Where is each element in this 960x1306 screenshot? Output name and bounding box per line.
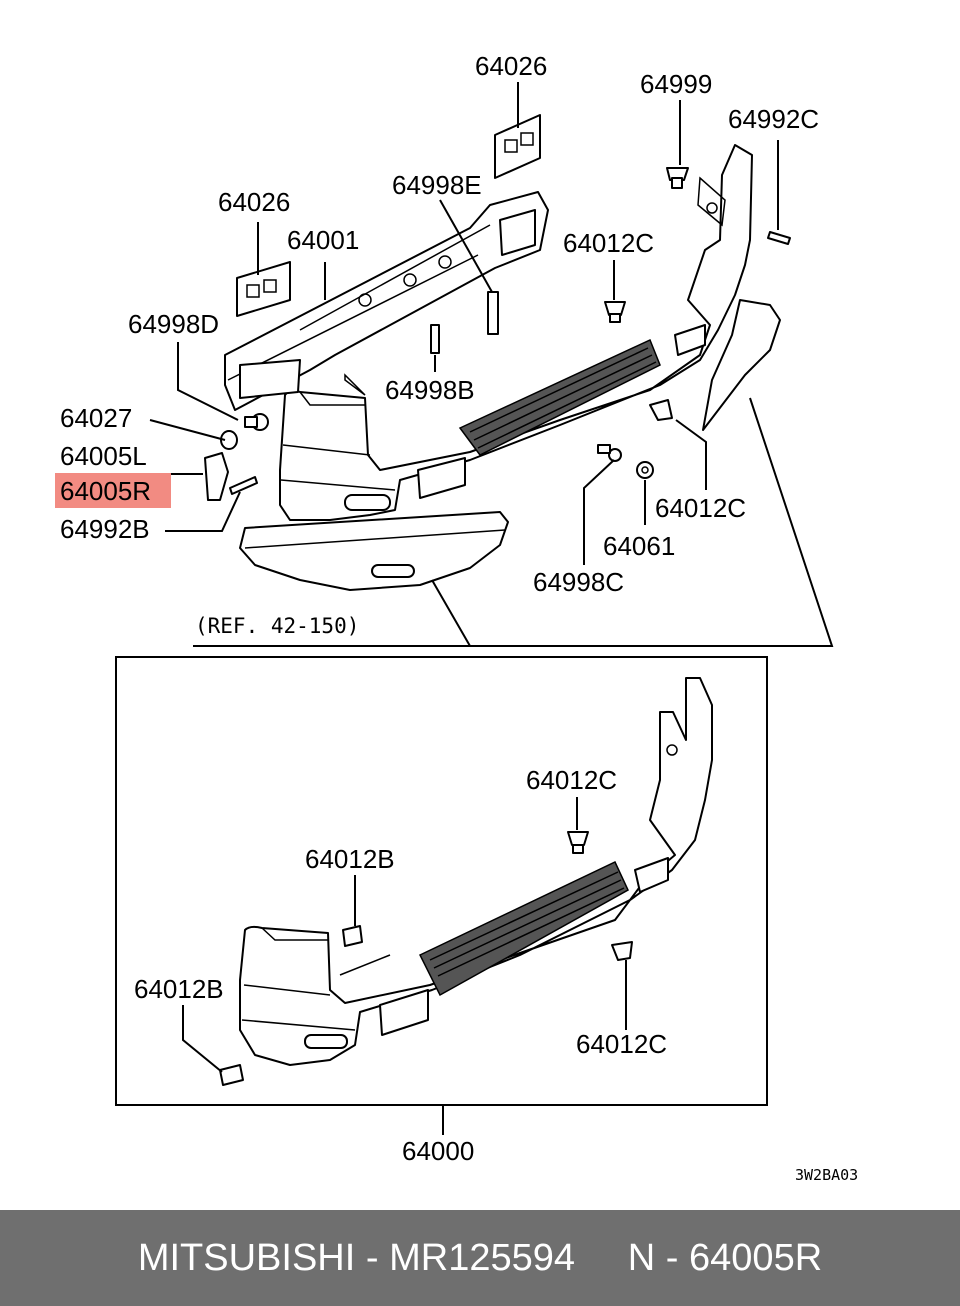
highlight-box [55, 473, 171, 508]
plate-64026-top [494, 114, 541, 179]
label-64026-left[interactable]: 64026 [218, 187, 290, 217]
plate-64026-left [236, 261, 291, 317]
label-64012b-inset-mid[interactable]: 64012B [305, 844, 395, 874]
footer-prefix: N [627, 1236, 656, 1279]
label-64998d[interactable]: 64998D [128, 309, 219, 339]
footer-brand: MITSUBISHI [137, 1236, 356, 1279]
label-64012c-inset-bottom[interactable]: 64012C [576, 1029, 667, 1059]
footer-ref-code: 64005R [689, 1236, 823, 1279]
side-extension-right [702, 299, 781, 431]
label-64998b[interactable]: 64998B [385, 375, 475, 405]
label-64061[interactable]: 64061 [603, 531, 675, 561]
diagram-code: 3W2BA03 [795, 1166, 858, 1184]
footer-separator-2: - [655, 1236, 690, 1279]
footer-separator: - [355, 1236, 390, 1279]
rear-bumper-cover [279, 144, 753, 521]
bumper-assembly-64000 [219, 677, 713, 1086]
label-64012c-upper[interactable]: 64012C [563, 228, 654, 258]
label-64012c-right[interactable]: 64012C [655, 493, 746, 523]
label-64005r[interactable]: 64005R [60, 476, 151, 506]
leader-lines-inset [182, 797, 627, 1135]
label-64012b-inset-left[interactable]: 64012B [134, 974, 224, 1004]
label-64992c[interactable]: 64992C [728, 104, 819, 134]
parts-diagram: 64026 64999 64992C 64998E 64026 64001 64… [55, 51, 858, 1184]
label-64026-top[interactable]: 64026 [475, 51, 547, 81]
label-64012c-inset-top[interactable]: 64012C [526, 765, 617, 795]
footer-bar: MITSUBISHI - MR125594 N - 64005R [0, 1210, 960, 1306]
footer-part-number: MR125594 [389, 1236, 575, 1279]
leader-lines-upper [149, 82, 834, 647]
footer-gap [575, 1237, 628, 1280]
label-64999[interactable]: 64999 [640, 69, 712, 99]
fastener-group [204, 167, 791, 501]
label-64998c[interactable]: 64998C [533, 567, 624, 597]
label-64992b[interactable]: 64992B [60, 514, 150, 544]
label-64001[interactable]: 64001 [287, 225, 359, 255]
label-64027[interactable]: 64027 [60, 403, 132, 433]
assembly-inset-frame [115, 656, 768, 1106]
label-64000[interactable]: 64000 [402, 1136, 474, 1166]
lower-step-panel [239, 511, 509, 591]
label-64998e[interactable]: 64998E [392, 170, 482, 200]
label-ref: (REF. 42-150) [195, 614, 359, 638]
label-64005l[interactable]: 64005L [60, 441, 147, 471]
